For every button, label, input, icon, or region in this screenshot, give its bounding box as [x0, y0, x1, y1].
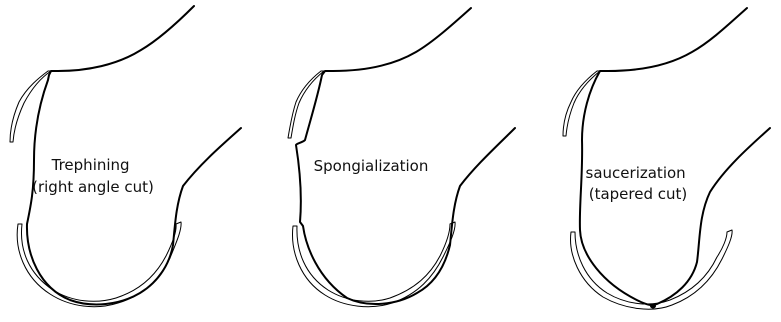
cortex-lower	[571, 230, 733, 309]
label-line: (right angle cut)	[32, 178, 154, 196]
bone-outline	[580, 8, 770, 305]
label-line: Trephining	[51, 156, 130, 174]
bone-outline	[296, 8, 515, 304]
label-trephining: Trephining (right angle cut)	[32, 156, 154, 196]
label-line: Spongialization	[314, 157, 429, 175]
panel-spongialization: Spongialization	[288, 8, 515, 307]
panel-saucerization: saucerization (tapered cut)	[563, 8, 770, 309]
label-spongialization: Spongialization	[314, 157, 429, 175]
panel-trephining: Trephining (right angle cut)	[10, 6, 241, 307]
cortex-upper	[10, 71, 51, 142]
label-saucerization: saucerization (tapered cut)	[586, 164, 691, 203]
label-line: (tapered cut)	[589, 185, 688, 203]
cut-point-marker	[650, 304, 656, 309]
cortex-upper	[288, 71, 324, 138]
label-line: saucerization	[586, 164, 686, 182]
cortex-lower	[17, 222, 181, 307]
